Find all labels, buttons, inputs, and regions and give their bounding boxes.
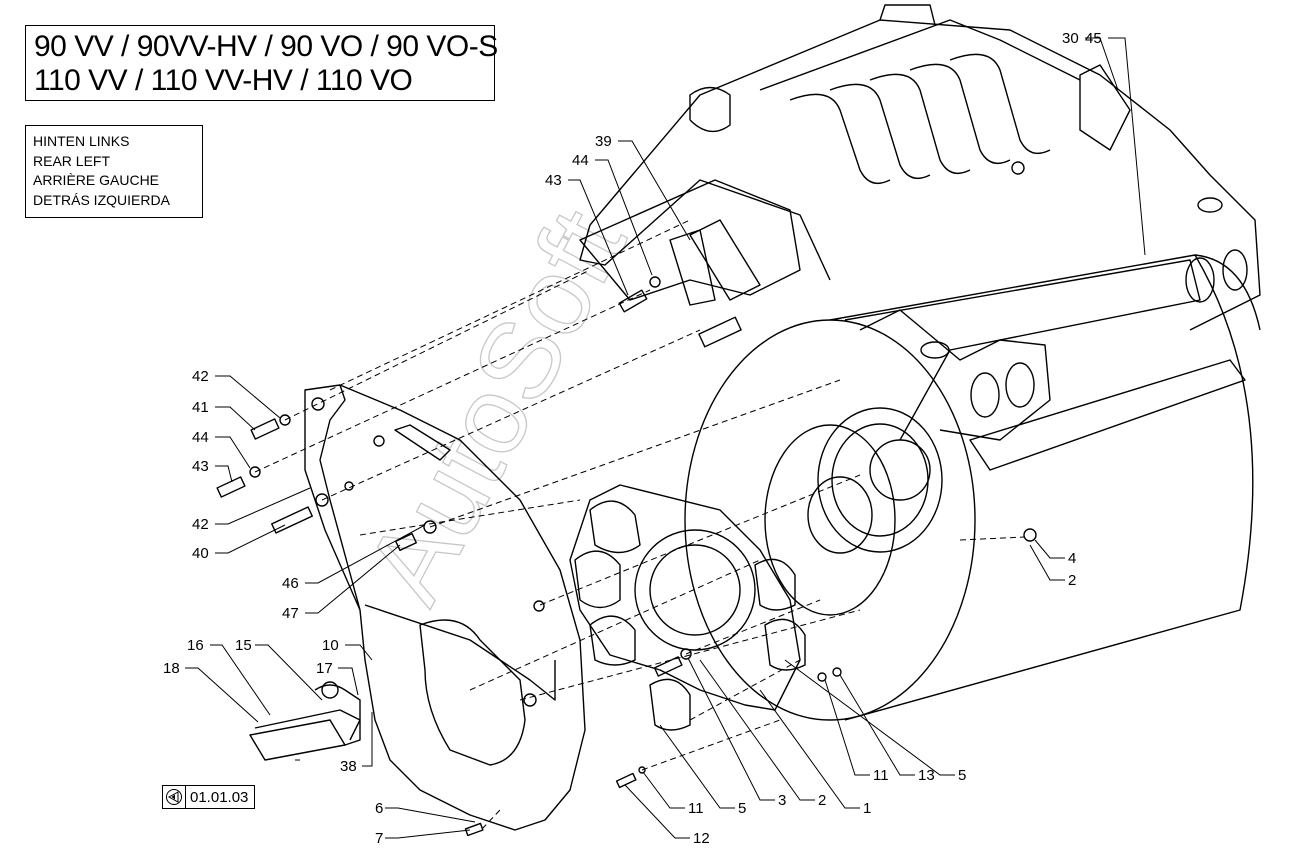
drum bbox=[684, 254, 1261, 721]
callout-16: 16 bbox=[187, 637, 204, 654]
fasteners bbox=[216, 276, 1037, 837]
callout-39: 39 bbox=[595, 133, 612, 150]
view-line-de: HINTEN LINKS bbox=[33, 133, 130, 149]
callout-7: 7 bbox=[375, 830, 383, 847]
leader-lines bbox=[185, 37, 1146, 839]
model-title-line-1: 90 VV / 90VV-HV / 90 VO / 90 VO-S bbox=[34, 30, 498, 63]
callout-2b: 2 bbox=[818, 792, 826, 809]
flange-plate bbox=[569, 484, 806, 731]
callout-30: 30 bbox=[1062, 30, 1079, 47]
callout-11: 11 bbox=[873, 767, 889, 784]
model-title-line-2: 110 VV / 110 VV-HV / 110 VO bbox=[34, 64, 413, 97]
callout-6: 6 bbox=[375, 800, 383, 817]
callout-43b: 43 bbox=[192, 458, 209, 475]
callout-42: 42 bbox=[192, 368, 209, 385]
side-plate bbox=[304, 384, 586, 831]
page-reference-link[interactable]: 01.01.03 bbox=[162, 785, 256, 809]
page-ref-arrow-icon bbox=[163, 786, 186, 808]
callout-18: 18 bbox=[163, 660, 180, 677]
callout-13: 13 bbox=[918, 767, 935, 784]
callout-numbers: 30 45 39 44 43 42 41 44 43 42 40 46 47 1… bbox=[163, 30, 1102, 847]
callout-12: 12 bbox=[693, 830, 710, 847]
view-line-en: REAR LEFT bbox=[33, 152, 111, 169]
foot-bracket bbox=[249, 681, 361, 761]
callout-5: 5 bbox=[958, 767, 966, 784]
callout-38: 38 bbox=[340, 758, 357, 775]
callout-17: 17 bbox=[316, 660, 333, 677]
callout-42b: 42 bbox=[192, 516, 209, 533]
view-line-es: DETRÁS IZQUIERDA bbox=[33, 191, 170, 208]
callout-15: 15 bbox=[235, 637, 252, 654]
callout-4: 4 bbox=[1068, 550, 1076, 567]
callout-41: 41 bbox=[192, 399, 209, 416]
callout-47: 47 bbox=[282, 605, 299, 622]
callout-40: 40 bbox=[192, 545, 209, 562]
model-title-box: 90 VV / 90VV-HV / 90 VO / 90 VO-S 110 VV… bbox=[25, 25, 498, 101]
callout-44: 44 bbox=[572, 152, 589, 169]
callout-43: 43 bbox=[545, 172, 562, 189]
callout-1: 1 bbox=[863, 800, 871, 817]
watermark: AutoSoft bbox=[343, 191, 650, 621]
upper-bracket bbox=[579, 179, 801, 348]
callout-45: 45 bbox=[1085, 30, 1102, 47]
callout-10: 10 bbox=[322, 637, 339, 654]
callout-5b: 5 bbox=[738, 800, 746, 817]
callout-46: 46 bbox=[282, 575, 299, 592]
assembly-lines bbox=[254, 219, 1026, 830]
callout-2: 2 bbox=[1068, 572, 1076, 589]
callout-11b: 11 bbox=[688, 800, 704, 817]
page-reference-label: 01.01.03 bbox=[190, 788, 249, 806]
view-line-fr: ARRIÈRE GAUCHE bbox=[33, 172, 160, 188]
callout-3: 3 bbox=[778, 792, 786, 809]
engine-hood bbox=[579, 4, 1261, 471]
callout-44b: 44 bbox=[192, 429, 209, 446]
view-description-box: HINTEN LINKS REAR LEFT ARRIÈRE GAUCHE DE… bbox=[25, 125, 203, 218]
